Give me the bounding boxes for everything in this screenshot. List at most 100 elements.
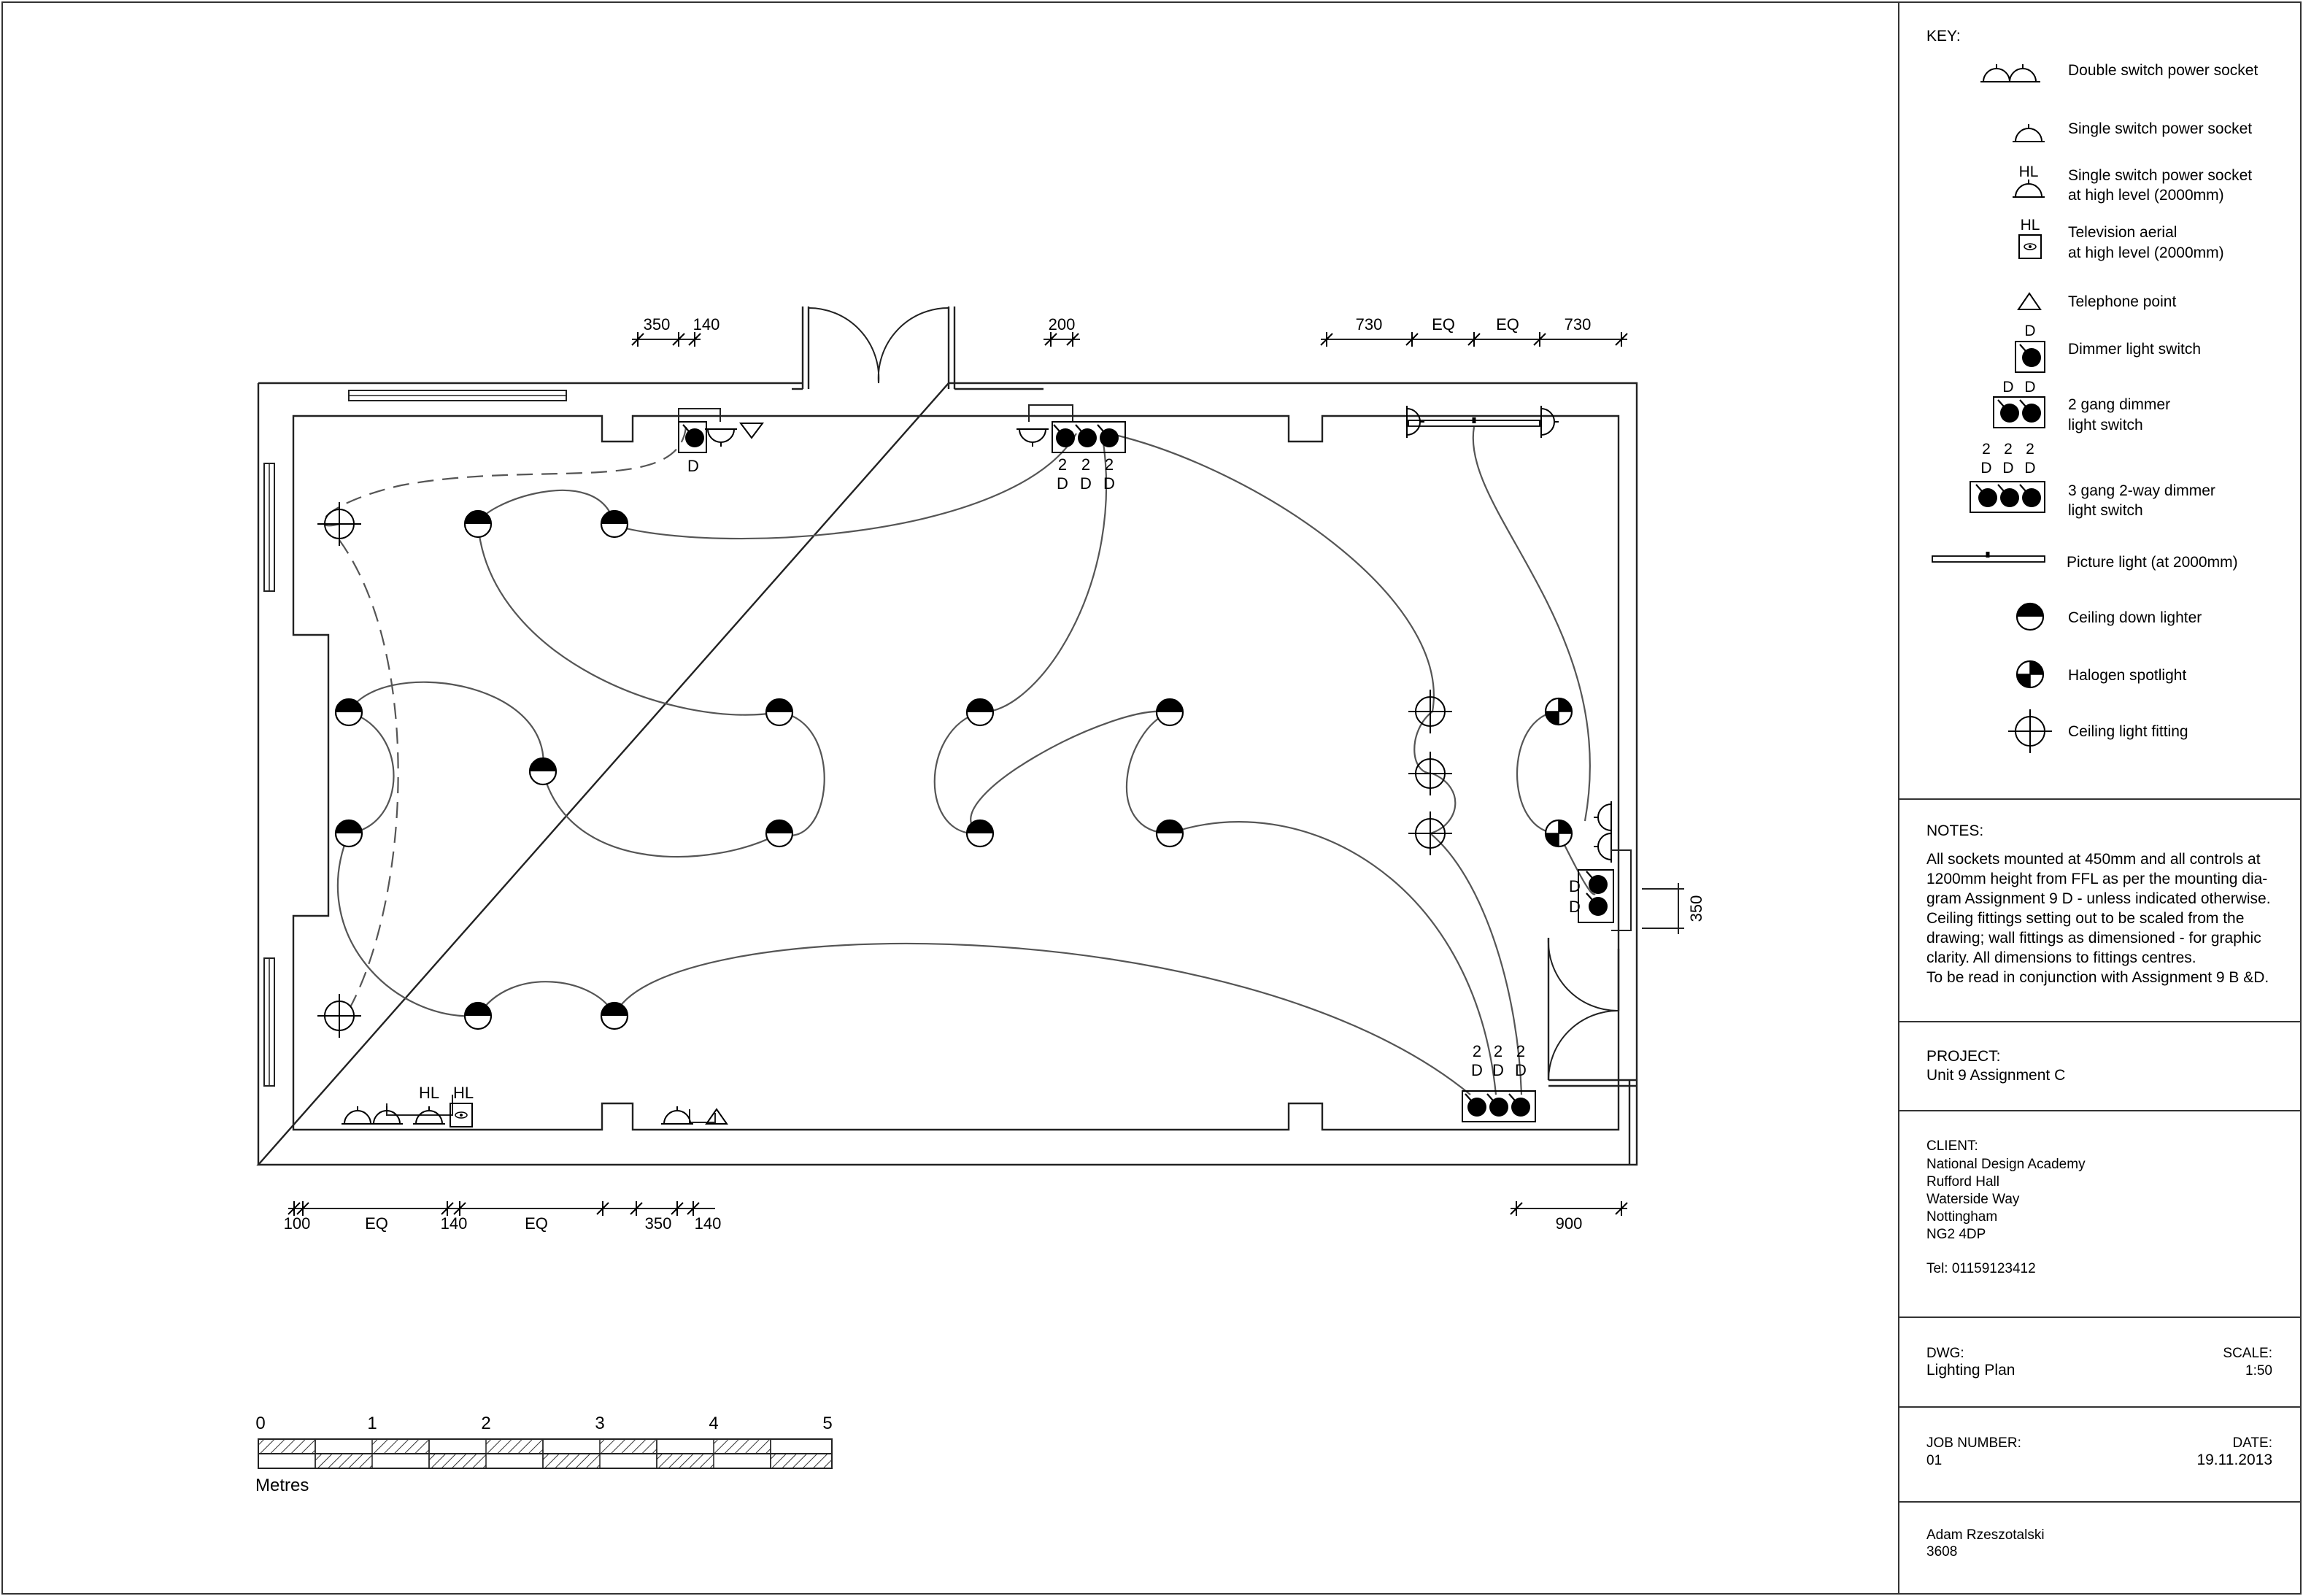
ceiling-fitting-icon xyxy=(317,501,362,547)
notes-line: 1200mm height from FFL as per the mounti… xyxy=(1926,871,2267,887)
project-section: PROJECT: Unit 9 Assignment C xyxy=(1926,1048,2065,1084)
client-tel: Tel: 01159123412 xyxy=(1926,1261,2036,1276)
gang-label: 2 xyxy=(1494,1042,1502,1060)
scale-label: SCALE: xyxy=(2223,1346,2272,1361)
halogen-spotlight-icon xyxy=(2015,660,2045,689)
socket-icon xyxy=(341,1106,374,1125)
three-gang-dimmer-icon: 2 2 2 D D D xyxy=(1970,441,2045,513)
project-value: Unit 9 Assignment C xyxy=(1926,1067,2065,1084)
scale-unit: Metres xyxy=(255,1476,309,1495)
bottom-three-gang-switch: 2 2 2 D D D xyxy=(1462,1042,1536,1122)
down-lighter-icon xyxy=(2015,602,2045,631)
dimension-label: 350 xyxy=(645,1214,672,1233)
gang-label: 2 xyxy=(2004,441,2013,458)
socket-icon xyxy=(660,1106,694,1125)
gang-label: 2 xyxy=(2026,441,2034,458)
dimension-label: 350 xyxy=(644,315,671,334)
door-right xyxy=(1547,937,1637,1165)
notes-section: NOTES: All sockets mounted at 450mm and … xyxy=(1926,822,2271,986)
socket-icon xyxy=(1016,428,1049,447)
scale-tick-label: 4 xyxy=(709,1414,718,1433)
key-label: at high level (2000mm) xyxy=(2068,187,2224,204)
project-label: PROJECT: xyxy=(1926,1048,2001,1065)
dimmer-switch-icon xyxy=(1464,1092,1488,1118)
author-name: Adam Rzeszotalski xyxy=(1926,1527,2045,1543)
dimension-label: 900 xyxy=(1556,1214,1583,1233)
down-lighter-icon xyxy=(965,819,995,848)
scale-tick-label: 5 xyxy=(822,1414,832,1433)
dimmer-switch-icon xyxy=(1508,1092,1532,1118)
tv-aerial-icon xyxy=(450,1103,473,1127)
gang-label: D xyxy=(1569,877,1581,895)
high-level-socket-icon: HL xyxy=(2013,163,2045,198)
socket-icon xyxy=(1593,830,1612,863)
key-label: light switch xyxy=(2068,417,2143,433)
dimension-label: 350 xyxy=(1687,895,1705,922)
picture-light-icon xyxy=(1932,552,2045,563)
socket-icon xyxy=(1593,801,1612,834)
key-label: 2 gang dimmer xyxy=(2068,396,2170,413)
key-label: light switch xyxy=(2068,502,2143,519)
key-label: Single switch power socket xyxy=(2068,120,2252,137)
gang-label: 2 xyxy=(1058,455,1067,474)
dimmer-switch-icon xyxy=(1486,1092,1510,1118)
client-label: CLIENT: xyxy=(1926,1138,1978,1154)
gang-label: D xyxy=(1471,1061,1483,1079)
telephone-icon xyxy=(2017,292,2042,310)
title-block: KEY: Double switch power socket Single s… xyxy=(1899,28,2301,1560)
key-label: Telephone point xyxy=(2068,293,2176,310)
picture-light xyxy=(1406,405,1559,439)
ceiling-fitting-icon xyxy=(1408,689,1453,734)
halogen-spotlight-icon xyxy=(1544,819,1573,848)
top-left-wall-fittings: D xyxy=(678,421,764,475)
dimension-label: 140 xyxy=(693,315,720,334)
window-top-left xyxy=(348,390,567,401)
right-two-gang-switch: D D xyxy=(1569,801,1632,931)
client-section: CLIENT: National Design Academy Rufford … xyxy=(1926,1138,2086,1276)
telephone-icon xyxy=(705,1108,728,1125)
notes-title: NOTES: xyxy=(1926,822,1983,839)
key-label: Halogen spotlight xyxy=(2068,667,2186,684)
gang-label: D xyxy=(1569,898,1581,916)
down-lighter-icon xyxy=(334,819,363,848)
inner-wall xyxy=(292,415,1620,1131)
gang-label: D xyxy=(2024,460,2035,477)
date-value: 19.11.2013 xyxy=(2196,1452,2272,1468)
tv-aerial-icon: HL xyxy=(2018,217,2042,259)
dimension-label: 200 xyxy=(1049,315,1076,334)
gang-label: D xyxy=(2002,379,2013,396)
dimension-label: 140 xyxy=(441,1214,468,1233)
dwg-value: Lighting Plan xyxy=(1926,1362,2015,1379)
dimension-label: 140 xyxy=(695,1214,722,1233)
socket-icon xyxy=(704,428,738,447)
dimension-label: 100 xyxy=(284,1214,311,1233)
gang-label: 2 xyxy=(1105,455,1114,474)
notes-line: All sockets mounted at 450mm and all con… xyxy=(1926,851,2261,868)
key-label: 3 gang 2-way dimmer xyxy=(2068,482,2215,499)
gang-label: D xyxy=(2002,460,2013,477)
dimension-label: EQ xyxy=(365,1214,388,1233)
gang-label: D xyxy=(1515,1061,1527,1079)
dwg-label: DWG: xyxy=(1926,1346,1964,1361)
scale-tick-label: 0 xyxy=(255,1414,265,1433)
gang-label: D xyxy=(1103,474,1115,493)
down-lighter-icon xyxy=(463,509,493,539)
ceiling-fitting-icon xyxy=(317,993,362,1038)
gang-label: D xyxy=(1057,474,1068,493)
double-door-top xyxy=(792,307,1044,390)
date-label: DATE: xyxy=(2232,1435,2272,1451)
notes-line: gram Assignment 9 D - unless indicated o… xyxy=(1926,890,2271,907)
scale-bar: 0 1 2 3 4 5 Metres xyxy=(255,1414,833,1495)
switch-label-d: D xyxy=(687,457,699,475)
key-label: Ceiling down lighter xyxy=(2068,609,2202,626)
notes-line: Ceiling fittings setting out to be scale… xyxy=(1926,910,2244,927)
telephone-icon xyxy=(739,423,764,439)
dimension-label: EQ xyxy=(1432,315,1455,334)
down-lighter-icon xyxy=(334,698,363,727)
outer-wall xyxy=(256,382,1638,1166)
scale-tick-label: 1 xyxy=(367,1414,377,1433)
dimensions: 350 140 200 730 EQ EQ 730 xyxy=(284,315,1705,1233)
client-line: Nottingham xyxy=(1926,1209,1997,1225)
dimension-label: 730 xyxy=(1565,315,1592,334)
